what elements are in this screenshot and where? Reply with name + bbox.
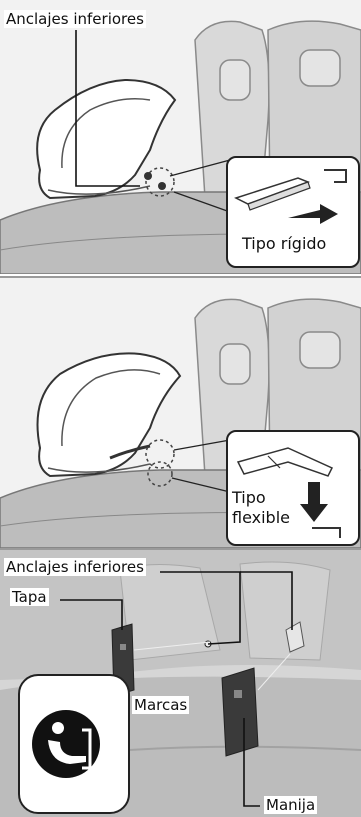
- panel-rigid-type: Anclajes inferiores Tipo rígido: [0, 0, 361, 274]
- label-handle: Manija: [264, 796, 318, 814]
- label-lower-anchors: Anclajes inferiores: [4, 10, 146, 28]
- icon-callout: [18, 674, 130, 814]
- callout-rigid: Tipo rígido: [226, 156, 360, 268]
- panel-flexible-type: Tipo flexible: [0, 276, 361, 548]
- callout-flexible: Tipo flexible: [226, 430, 360, 546]
- label-marks: Marcas: [132, 696, 190, 714]
- callout-flexible-label-2: flexible: [232, 508, 290, 527]
- panel-anchor-location: Anclajes inferiores Tapa Marcas Manija: [0, 548, 361, 817]
- callout-flexible-label-1: Tipo: [232, 488, 266, 507]
- label-cover: Tapa: [10, 588, 49, 606]
- flexible-connector-detail: [236, 447, 341, 538]
- child-seat-anchor-icon: [32, 710, 100, 778]
- rigid-connector-detail: [234, 169, 347, 224]
- callout-rigid-label: Tipo rígido: [242, 234, 327, 253]
- label-lower-anchors-2: Anclajes inferiores: [4, 558, 146, 576]
